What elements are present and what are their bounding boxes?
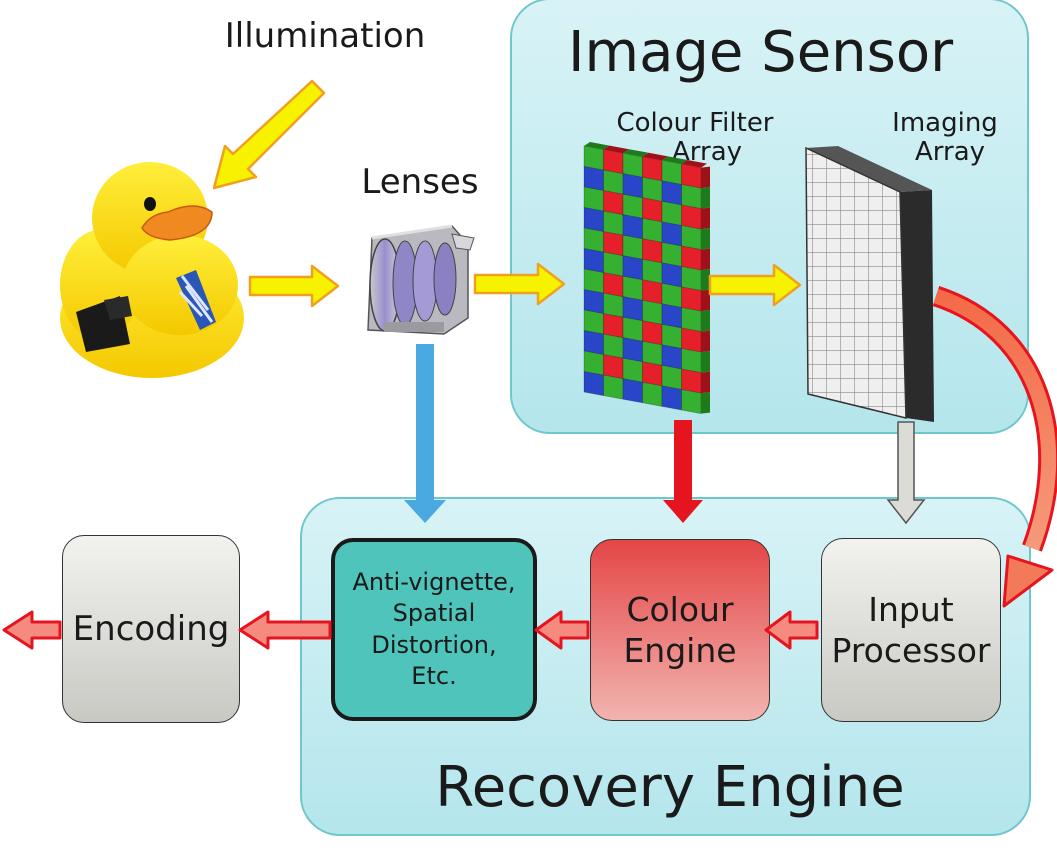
anti-vignette-line-4: Etc. bbox=[411, 661, 457, 690]
encoding-box: Encoding bbox=[62, 535, 240, 723]
colour-filter-array-label: Colour Filter Array bbox=[616, 108, 774, 167]
illumination-arrow bbox=[212, 79, 326, 190]
input-processor-line-1: Input bbox=[868, 589, 954, 629]
lens-assembly-image bbox=[367, 224, 475, 335]
colour-engine-line-2: Engine bbox=[623, 631, 737, 670]
imaging-array-label: Imaging Array bbox=[892, 108, 998, 167]
illumination-label: Illumination bbox=[224, 16, 426, 56]
anti-vignette-box: Anti-vignette, Spatial Distortion, Etc. bbox=[331, 538, 537, 721]
duck-to-lenses-arrow bbox=[248, 264, 340, 308]
colour-engine-box: Colour Engine bbox=[590, 539, 770, 721]
colour-engine-line-1: Colour bbox=[626, 589, 734, 629]
anti-vignette-line-2: Spatial bbox=[392, 599, 476, 628]
anti-vignette-line-3: Distortion, bbox=[371, 630, 497, 659]
image-sensor-title: Image Sensor bbox=[568, 20, 954, 85]
encoding-label: Encoding bbox=[72, 609, 230, 649]
recovery-engine-title: Recovery Engine bbox=[435, 755, 905, 820]
input-processor-box: Input Processor bbox=[821, 538, 1001, 722]
encoding-output-arrow bbox=[2, 610, 62, 650]
rubber-duck-image bbox=[60, 162, 244, 378]
lenses-label: Lenses bbox=[361, 162, 479, 202]
anti-vignette-line-1: Anti-vignette, bbox=[352, 568, 516, 597]
input-processor-line-2: Processor bbox=[831, 631, 991, 670]
